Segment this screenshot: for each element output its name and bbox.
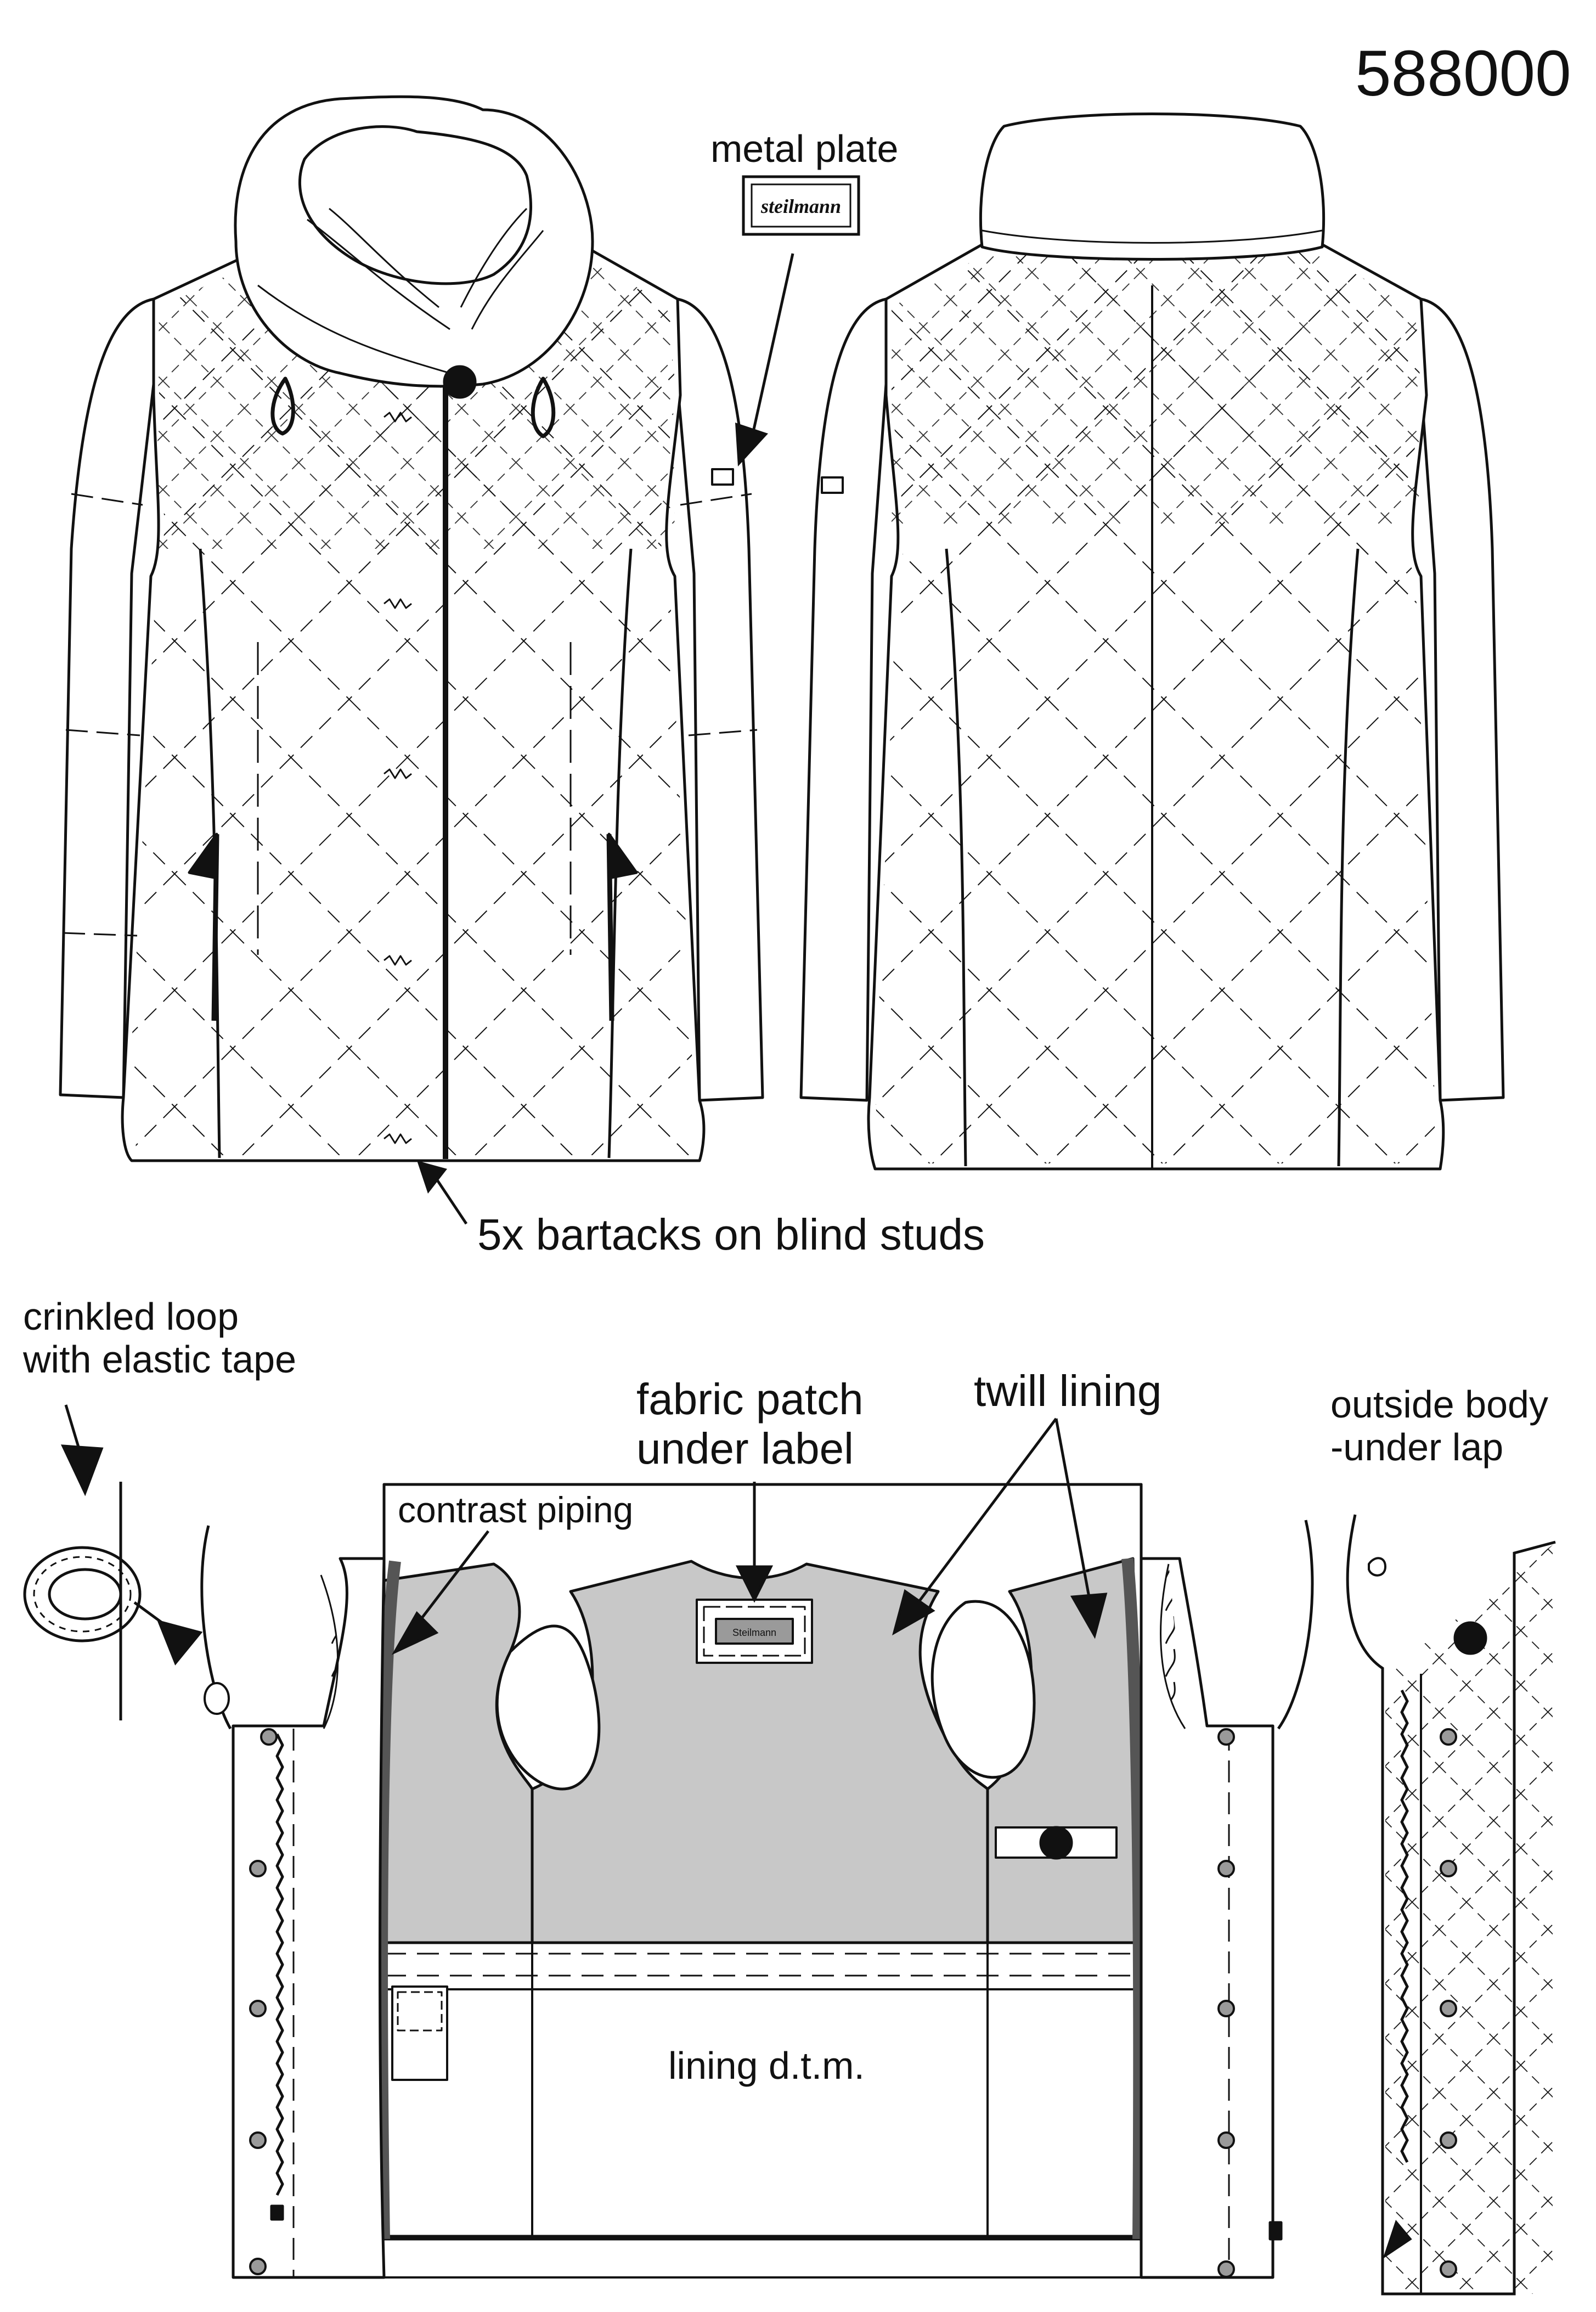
collar-button	[443, 365, 477, 399]
metal-plate-logo: steilmann	[760, 195, 841, 217]
front-left-sleeve	[59, 297, 155, 1099]
back-right-sleeve	[1419, 297, 1505, 1102]
label-outside-body: outside body -under lap	[1330, 1383, 1548, 1469]
label-metal-plate: metal plate	[710, 127, 899, 170]
inside-phone-pocket	[391, 1985, 448, 2081]
back-collar	[979, 112, 1326, 261]
under-lap-detail	[1346, 1514, 1556, 2296]
label-fabric-patch: fabric patch under label	[636, 1375, 864, 1473]
back-sleeve-badge	[821, 476, 844, 494]
blind-studs	[249, 1728, 1235, 2278]
label-twill-lining: twill lining	[974, 1366, 1162, 1415]
drawcord-left	[270, 376, 295, 436]
left-facing	[232, 1557, 386, 2279]
right-facing	[1140, 1557, 1274, 2279]
crinkled-loop-detail	[23, 1404, 230, 1720]
drawcord-right	[531, 376, 556, 438]
brand-label	[715, 1618, 794, 1645]
front-sleeve-badge	[711, 468, 734, 486]
contrast-piping-right	[1121, 1557, 1146, 2240]
callout-pointers	[391, 1417, 1108, 1655]
label-crinkled-loop: crinkled loop with elastic tape	[23, 1295, 297, 1381]
bartack-arrow	[417, 1161, 468, 1225]
back-left-sleeve	[799, 297, 888, 1102]
loop-on-garment	[204, 1682, 230, 1715]
label-bartacks: 5x bartacks on blind studs	[477, 1210, 985, 1259]
brand-label-text: Steilmann	[732, 1627, 776, 1638]
metal-plate-callout: steilmann	[735, 175, 860, 466]
bartack-marks	[384, 412, 412, 1144]
label-contrast-piping: contrast piping	[398, 1489, 634, 1530]
jacket-back-view	[799, 112, 1505, 1171]
contrast-piping-left	[376, 1560, 401, 2240]
style-number: 588000	[1355, 37, 1571, 110]
label-lining-dtm: lining d.t.m.	[668, 2044, 865, 2087]
jacket-interior-view: Steilmann	[200, 1483, 1314, 2279]
jacket-front-view	[59, 95, 764, 1162]
front-right-sleeve	[676, 297, 764, 1102]
